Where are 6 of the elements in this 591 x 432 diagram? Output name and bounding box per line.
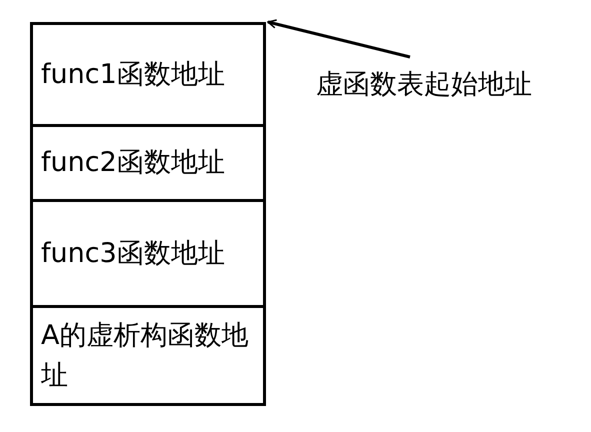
- table-row: func2函数地址: [30, 124, 266, 202]
- table-row: A的虚析构函数地址: [30, 305, 266, 406]
- arrow: [267, 19, 410, 58]
- label-text: 虚函数表起始地址: [316, 66, 532, 102]
- table-row: func3函数地址: [30, 199, 266, 308]
- table-row: func1函数地址: [30, 22, 266, 127]
